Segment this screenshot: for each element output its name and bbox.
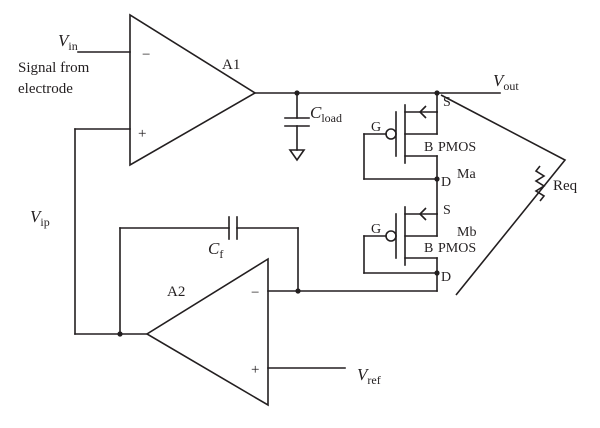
a1-label: A1	[222, 57, 240, 73]
req-label: Req	[553, 178, 578, 194]
vin-label: Vin	[58, 31, 78, 53]
a2-label: A2	[167, 284, 185, 300]
mb-d-label: D	[441, 270, 451, 285]
opamp-a1	[129, 13, 257, 167]
mb-drain-junction	[434, 270, 440, 276]
mb-arrow-icon	[418, 207, 427, 221]
ma-s-label: S	[443, 95, 451, 110]
signal-from-label: Signal from	[18, 60, 90, 76]
ma-arrow-icon	[418, 105, 427, 119]
vout-label: Vout	[493, 71, 519, 93]
req-resistor-icon	[534, 165, 546, 202]
cload-label: Cload	[310, 103, 342, 125]
ground-icon	[288, 149, 306, 162]
mb-name-label: Mb	[457, 225, 476, 240]
cf-label: Cf	[208, 239, 223, 261]
mb-s-label: S	[443, 203, 451, 218]
req-bracket	[440, 94, 567, 296]
a1-plus-sign: +	[138, 126, 146, 142]
vref-label: Vref	[357, 365, 381, 387]
ma-g-label: G	[371, 120, 381, 135]
mb-gate-bubble	[385, 230, 397, 242]
a2-minus-junction	[295, 288, 301, 294]
ma-d-label: D	[441, 175, 451, 190]
ma-gate-bubble	[385, 128, 397, 140]
mb-g-label: G	[371, 222, 381, 237]
ma-name-label: Ma	[457, 167, 476, 182]
electrode-label: electrode	[18, 81, 73, 97]
ma-pmos-label: PMOS	[438, 140, 476, 155]
vip-label: Vip	[30, 207, 50, 229]
a1-minus-sign: −	[142, 47, 150, 63]
mb-b-label: B	[424, 241, 433, 256]
opamp-a2	[145, 257, 269, 407]
mb-pmos-label: PMOS	[438, 241, 476, 256]
a2-minus-sign: −	[251, 285, 259, 301]
ma-b-label: B	[424, 140, 433, 155]
a2-plus-sign: +	[251, 362, 259, 378]
